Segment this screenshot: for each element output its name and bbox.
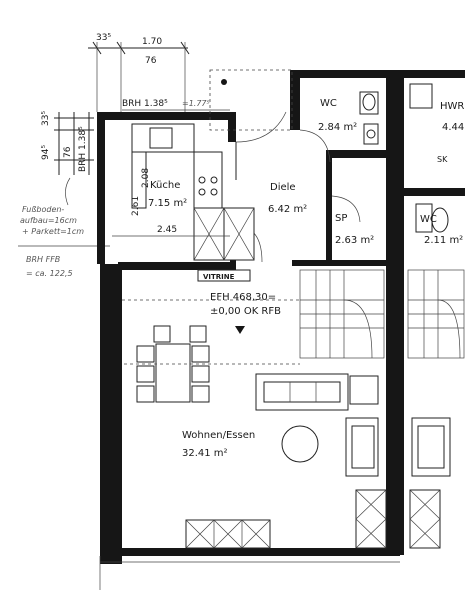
dining-table xyxy=(136,325,210,403)
note-floor-2: aufbau=16cm xyxy=(20,216,77,225)
note-floor-4: BRH FFB xyxy=(26,255,60,264)
right-unit-fixtures xyxy=(409,83,449,233)
side-dimension-lines xyxy=(54,112,94,175)
note-floor-5: = ca. 122,5 xyxy=(26,269,73,278)
walls xyxy=(97,69,465,564)
dim-side-94: 94⁵ xyxy=(41,145,51,160)
room-utility-area: 4.44 xyxy=(442,122,464,133)
room-living-area: 32.41 m² xyxy=(182,448,228,459)
dim-side-brh: BRH 1.38⁵ xyxy=(78,126,88,172)
vitrine-cabinet xyxy=(197,269,251,282)
dim-kitchen-side: 2.08 xyxy=(141,168,151,188)
room-kitchen-area: 7.15 m² xyxy=(148,198,187,209)
coffee-table xyxy=(281,425,319,463)
room-wc-name: WC xyxy=(320,98,337,109)
efh-line-2: ±0,00 OK RFB xyxy=(210,306,281,317)
note-floor-1: Fußboden- xyxy=(22,205,64,214)
room-sk-name: SK xyxy=(437,155,448,164)
staircase xyxy=(299,269,465,359)
room-hall-name: Diele xyxy=(270,182,296,193)
wc-fixtures xyxy=(359,91,379,145)
dim-side-33: 33⁵ xyxy=(41,111,51,126)
sideboard xyxy=(185,489,441,549)
top-dimension-lines xyxy=(88,41,190,112)
room-wc2-area: 2.11 m² xyxy=(424,235,463,246)
room-wc2-name: WC xyxy=(420,214,437,225)
dim-top-1-70: 1.70 xyxy=(142,37,162,47)
dim-top-76: 76 xyxy=(145,56,157,66)
room-wc-area: 2.84 m² xyxy=(318,122,357,133)
dim-kitchen-width: 2.45 xyxy=(157,225,177,235)
vitrine-label: VITRINE xyxy=(203,273,235,281)
efh-marker xyxy=(235,326,245,334)
note-floor-3: + Parkett=1cm xyxy=(22,227,84,236)
room-hall-area: 6.42 m² xyxy=(268,204,307,215)
room-living-name: Wohnen/Essen xyxy=(182,430,255,441)
efh-line-1: EFH 468,30= xyxy=(210,292,276,303)
sofa xyxy=(255,373,451,477)
dim-brh-small: =1.77⁵ xyxy=(182,99,210,108)
dim-kitchen-side2: 2.61 xyxy=(131,196,141,216)
dim-brh-top: BRH 1.38⁵ xyxy=(122,99,168,109)
dim-top-left: 33⁵ xyxy=(96,33,111,43)
room-storage-name: SP xyxy=(335,213,347,224)
room-utility-name: HWR xyxy=(440,101,464,112)
kitchen-counter xyxy=(131,123,255,261)
dim-side-76: 76 xyxy=(63,146,73,158)
room-kitchen-name: Küche xyxy=(150,180,180,191)
room-storage-area: 2.63 m² xyxy=(335,235,374,246)
